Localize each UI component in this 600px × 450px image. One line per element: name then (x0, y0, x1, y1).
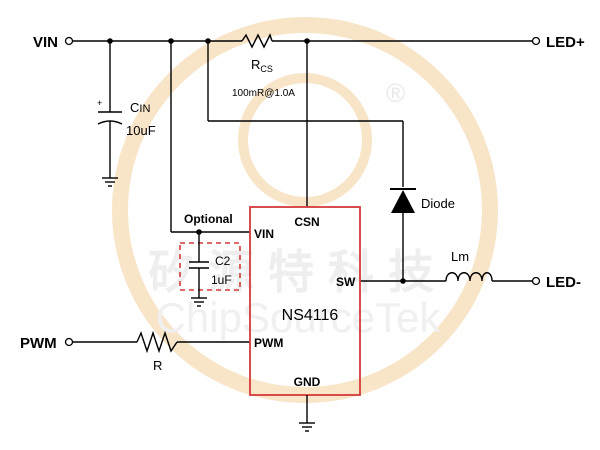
inductor-label: Lm (451, 249, 469, 264)
ground-icon (102, 177, 118, 187)
led-minus-terminal-icon (531, 276, 541, 286)
chip-pin-sw: SW (336, 275, 356, 289)
optional-box (179, 242, 241, 291)
led-plus-terminal-icon (531, 36, 541, 46)
chip-body (249, 206, 361, 396)
led-minus-label: LED- (546, 274, 581, 291)
pwm-resistor-icon (136, 330, 178, 354)
watermark-registered-mark: ® (386, 78, 405, 108)
optional-label: Optional (184, 212, 233, 226)
ground-icon (299, 422, 315, 432)
pwm-resistor-label: R (153, 358, 162, 373)
pwm-terminal-label: PWM (20, 335, 57, 352)
led-plus-label: LED+ (546, 34, 585, 51)
rcs-value-label: 100mR@1.0A (232, 88, 295, 99)
chip-pin-pwm: PWM (254, 336, 283, 350)
watermark-inner-ring (238, 73, 372, 207)
inductor-icon (445, 272, 493, 282)
chip-pin-vin: VIN (254, 227, 274, 241)
rcs-label: RCS (251, 57, 273, 74)
ground-icon (191, 297, 207, 307)
chip-name: NS4116 (282, 307, 339, 324)
cin-value-label: 10uF (126, 123, 156, 138)
chip-pin-gnd: GND (294, 375, 321, 389)
diode-label: Diode (421, 196, 455, 211)
chip-pin-csn: CSN (294, 215, 319, 229)
cin-polarity-label: + (97, 98, 102, 108)
diode-icon (391, 190, 415, 213)
cin-label: CIN (130, 100, 150, 115)
watermark-cn-text: 矽源特科技 (148, 246, 448, 298)
rcs-resistor-icon (241, 33, 273, 49)
c2-value-label: 1uF (211, 273, 232, 287)
pwm-terminal-icon (64, 337, 74, 347)
c2-label: C2 (215, 254, 231, 268)
vin-terminal-label: VIN (33, 34, 58, 51)
vin-terminal-icon (64, 36, 74, 46)
